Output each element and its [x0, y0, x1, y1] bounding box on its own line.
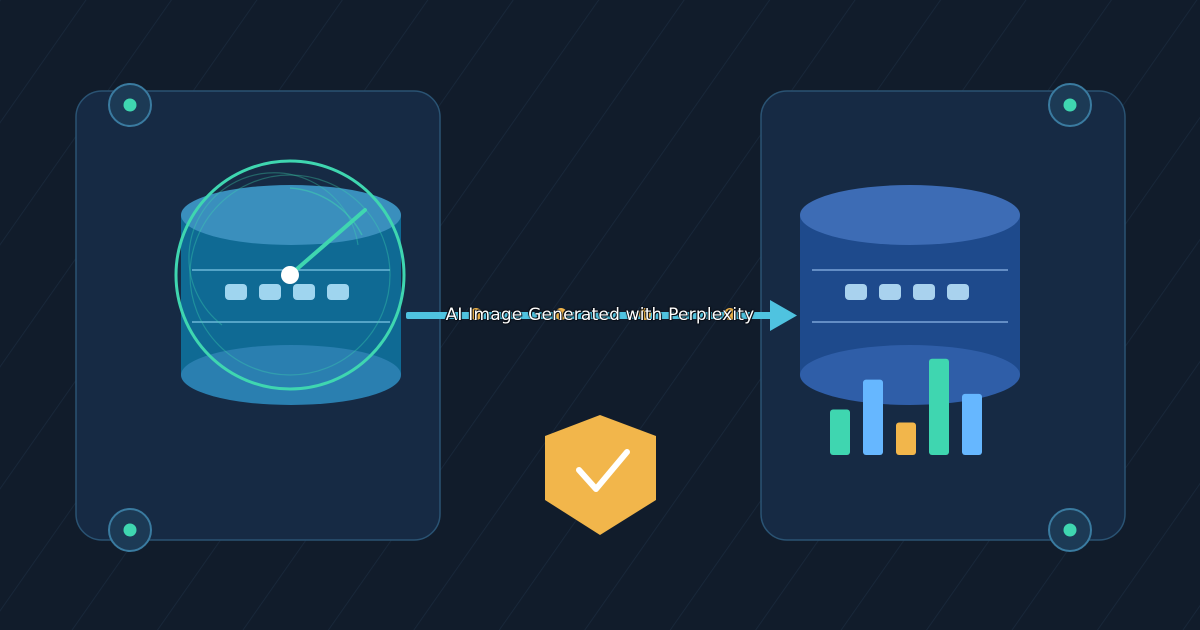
- database-top: [800, 185, 1020, 245]
- data-packet-dot: [555, 308, 567, 320]
- bar-chart-icon: [830, 358, 982, 455]
- shield-shape: [545, 415, 656, 535]
- node-dot-icon: [108, 508, 152, 552]
- source-panel: [75, 83, 441, 552]
- database-with-bar-chart-icon: [800, 185, 1020, 455]
- bar-chart-bar: [962, 393, 982, 455]
- speedometer-needle: [288, 208, 367, 277]
- database-bottom: [800, 345, 1020, 405]
- checkmark-icon: [576, 449, 630, 492]
- arrow-head: [770, 300, 797, 331]
- database-status-lights: [225, 284, 349, 300]
- shield-check-icon: [545, 415, 656, 535]
- data-packet-dot: [724, 308, 736, 320]
- database-top: [181, 185, 401, 245]
- bar-chart-bar: [830, 409, 850, 455]
- target-panel: [760, 83, 1126, 552]
- node-dot-icon: [108, 83, 152, 127]
- arrow-shaft: [406, 312, 776, 319]
- bar-chart-bar: [896, 422, 916, 455]
- database-bottom: [181, 345, 401, 405]
- node-dot-icon: [1048, 508, 1092, 552]
- database-status-lights: [845, 284, 969, 300]
- bar-chart-bar: [863, 379, 883, 455]
- arrow-right-icon: [406, 300, 797, 331]
- speedometer-hub: [281, 266, 299, 284]
- speedometer-icon: [174, 159, 406, 391]
- database-with-speedometer-icon: [174, 159, 406, 405]
- node-dot-icon: [1048, 83, 1092, 127]
- data-packet-dot: [639, 308, 651, 320]
- data-packet-dot: [470, 308, 482, 320]
- bar-chart-bar: [929, 358, 949, 455]
